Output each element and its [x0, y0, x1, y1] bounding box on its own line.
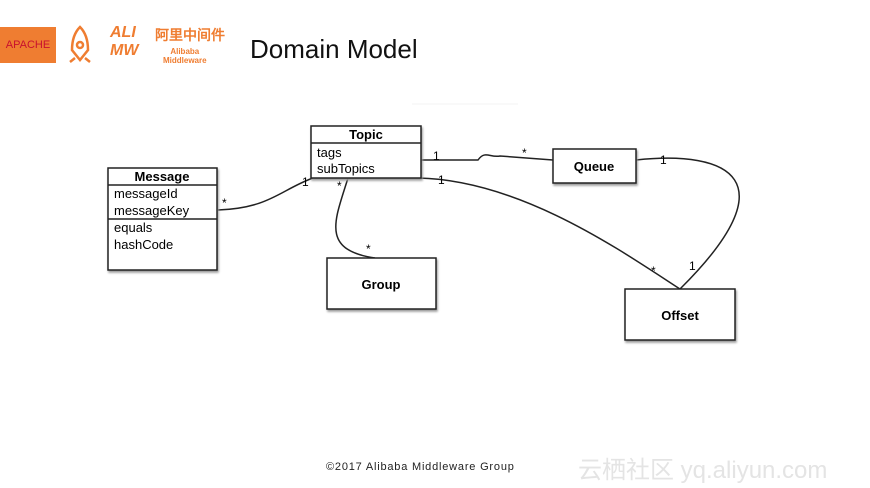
multiplicity: 1	[689, 259, 696, 273]
assoc-topic-queue	[421, 154, 554, 161]
multiplicity-labels: * 1 1 * * * 1 * 1 1	[222, 146, 696, 278]
class-offset	[624, 288, 736, 341]
copyright: ©2017 Alibaba Middleware Group	[326, 461, 515, 473]
ali-logo-cn: 阿里中间件	[155, 27, 225, 43]
attribute: messageKey	[114, 203, 190, 218]
class-name: Message	[135, 169, 190, 184]
multiplicity: *	[522, 146, 527, 160]
class-name: Queue	[574, 159, 614, 174]
rocketmq-logo-icon	[69, 25, 91, 63]
class-name: Offset	[661, 308, 699, 323]
method: hashCode	[114, 237, 173, 252]
multiplicity: *	[337, 179, 342, 193]
multiplicity: *	[366, 242, 371, 256]
assoc-queue-offset	[635, 157, 740, 290]
attribute: messageId	[114, 186, 178, 201]
attribute: tags	[317, 145, 342, 160]
ali-logo-line: Middleware	[163, 56, 207, 65]
apache-logo: APACHE	[0, 27, 56, 63]
class-group	[326, 257, 437, 310]
watermark: 云栖社区 yq.aliyun.com	[578, 457, 828, 484]
class-topic	[310, 125, 422, 179]
method: equals	[114, 220, 153, 235]
class-message	[107, 167, 218, 271]
multiplicity: *	[651, 264, 656, 278]
class-queue	[552, 148, 637, 184]
ali-logo-line: Alibaba	[170, 47, 200, 56]
multiplicity: 1	[438, 173, 445, 187]
class-name: Group	[362, 277, 401, 292]
multiplicity: *	[222, 196, 227, 210]
multiplicity: 1	[302, 175, 309, 189]
assoc-topic-group	[335, 177, 376, 259]
assoc-message-topic	[217, 177, 314, 211]
assoc-topic-offset	[417, 177, 681, 290]
attribute: subTopics	[317, 161, 375, 176]
page-title: Domain Model	[250, 34, 418, 64]
class-name: Topic	[349, 127, 383, 142]
ali-logo: ALI MW	[110, 24, 139, 59]
multiplicity: 1	[433, 149, 440, 163]
multiplicity: 1	[660, 153, 667, 167]
